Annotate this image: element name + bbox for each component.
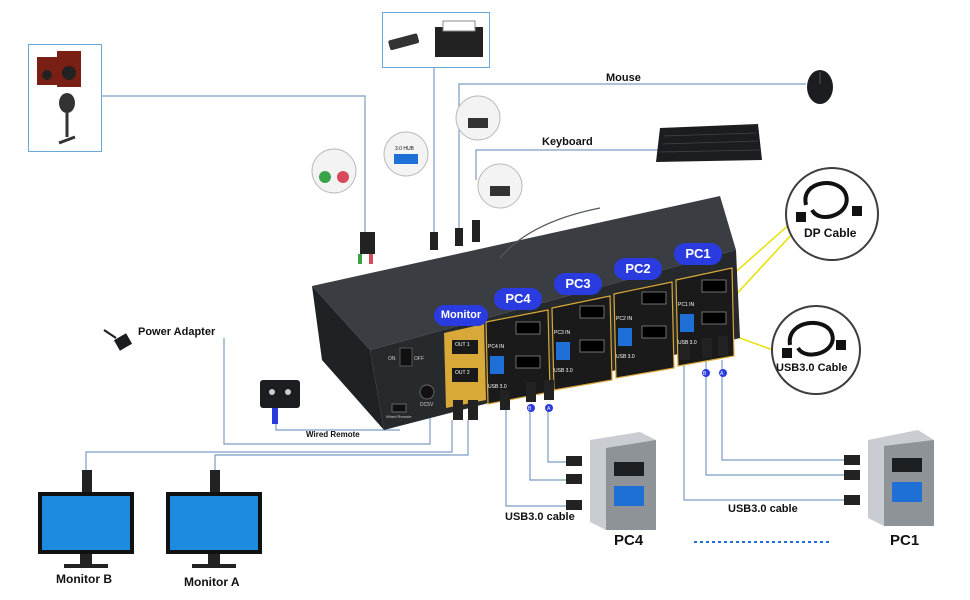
monitor-b-label: Monitor B [56,572,112,586]
speaker-mic-icon [37,51,81,145]
power-adapter-icon [103,329,133,351]
usb-hub-callout [383,131,429,177]
pc1-label: PC1 [890,532,920,549]
speaker-mic-frame [28,44,102,152]
usb-printer-icon [388,20,483,57]
usb-cable-badge [771,305,861,395]
pc4-usb-text: USB 3.0 [488,384,507,390]
wired-remote-port-text: Wired Remote [386,414,412,419]
dc5v-text: DC5V [420,402,434,408]
pc4-tower-icon [590,432,656,530]
pc1-usb-text: USB 3.0 [678,340,697,346]
pc1-port-a: A [720,371,724,377]
pc1-tower-icon [868,430,934,526]
dp-cable-badge [785,167,879,261]
pc4-in-text: PC4 IN [488,344,505,350]
on-text: ON [388,356,396,362]
audio-jack-callout [311,148,357,194]
usb-cable-badge-label: USB3.0 Cable [776,362,848,374]
pc4-usb-line [505,410,572,507]
pc2-usb-text: USB 3.0 [616,354,635,360]
pc1-in-text: PC1 IN [678,302,695,308]
monitor-a-line [214,420,469,470]
pc1-pill: PC1 [674,243,722,265]
keyboard-port-callout [477,163,523,209]
pc1-usb-line [683,355,844,501]
monitor-b-line [85,420,453,470]
power-line [223,338,431,445]
pc1-usba-line [721,360,844,461]
power-adapter-label: Power Adapter [138,326,216,338]
pc4-pill: PC4 [494,288,542,310]
monitor-a-label: Monitor A [184,575,240,589]
monitor-b-icon [38,492,134,568]
dc5v-jack [419,384,435,400]
pc2-in-text: PC2 IN [616,316,633,322]
out1-text: OUT 1 [455,342,470,348]
wired-remote-icon [260,380,300,424]
power-switch [399,347,413,367]
monitor-pill: Monitor [434,305,488,326]
dp-cable-label: DP Cable [804,226,857,240]
mouse-icon [807,70,833,104]
pc4-port-a: A [547,406,551,412]
monitor-a-icon [166,492,262,568]
keyboard-icon [656,124,762,162]
keyboard-label: Keyboard [542,136,593,148]
pc3-in-text: PC3 IN [554,330,571,336]
pc1-port-b: B [703,371,707,377]
monitor-port-panel [444,324,486,408]
hub-text: 3.0 HUB [395,146,415,152]
usb-cable-left-label: USB3.0 cable [505,511,575,523]
usb-printer-frame [382,12,490,68]
pc4-usba-line [547,410,572,463]
out2-text: OUT 2 [455,370,470,376]
pc4-label: PC4 [614,532,644,549]
pc3-pill: PC3 [554,273,602,295]
pc4-usbb-line [529,410,572,481]
mouse-label: Mouse [606,72,641,84]
wired-remote-label: Wired Remote [306,430,360,439]
off-text: OFF [414,356,424,362]
usb-cable-right-label: USB3.0 cable [728,503,798,515]
pc1-usbb-line [705,360,844,476]
mouse-port-callout [455,95,501,141]
wired-remote-port [391,403,407,413]
speaker-line [102,95,366,232]
pc3-usb-text: USB 3.0 [554,368,573,374]
mouse-line [458,83,806,95]
keyboard-line [475,149,660,180]
pc2-pill: PC2 [614,258,662,280]
pc4-port-b: B [528,406,532,412]
